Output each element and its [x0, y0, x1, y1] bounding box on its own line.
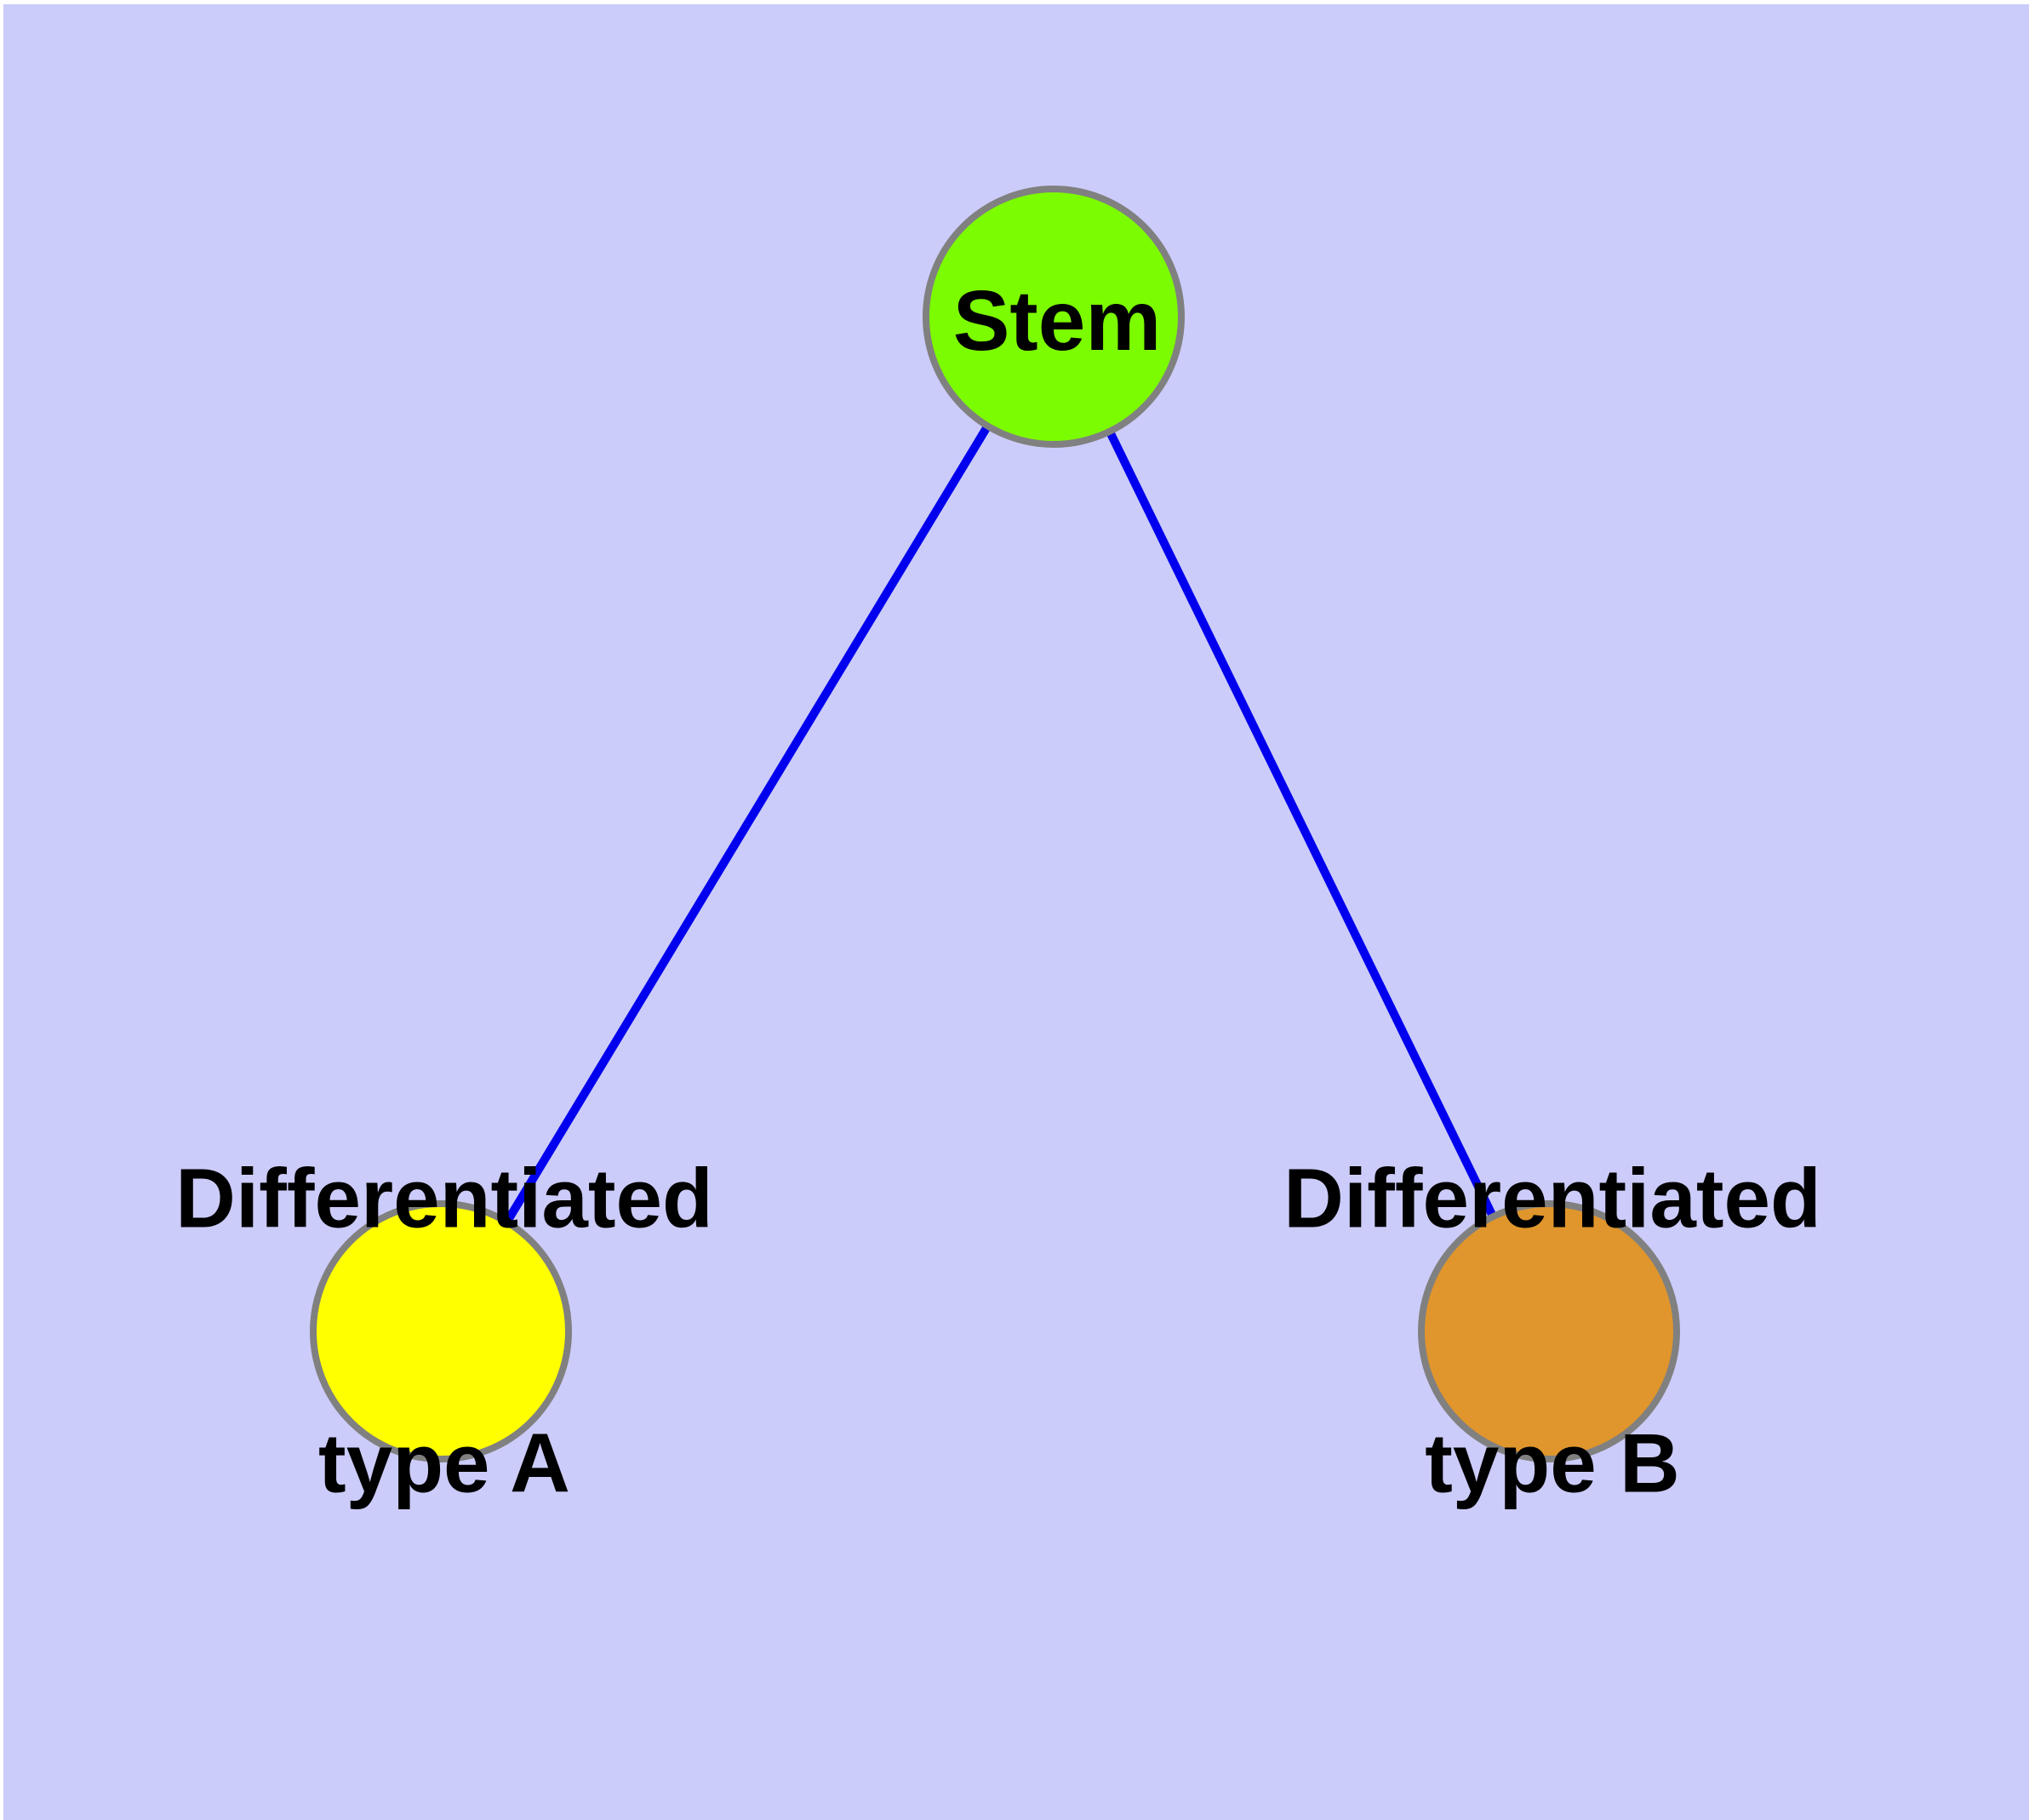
edge-layer: [437, 314, 1553, 1334]
node-diff-b[interactable]: [1418, 1200, 1680, 1462]
graph-svg: [310, 186, 1680, 1462]
node-stem[interactable]: [923, 186, 1185, 448]
node-diff-a[interactable]: [310, 1200, 572, 1462]
diagram-plot-area: Stem Differentiated type A Differentiate…: [3, 4, 2029, 1820]
edge-stem-diff-b[interactable]: [1049, 314, 1553, 1334]
node-layer: [310, 186, 1680, 1462]
edge-stem-diff-a[interactable]: [437, 314, 1058, 1334]
